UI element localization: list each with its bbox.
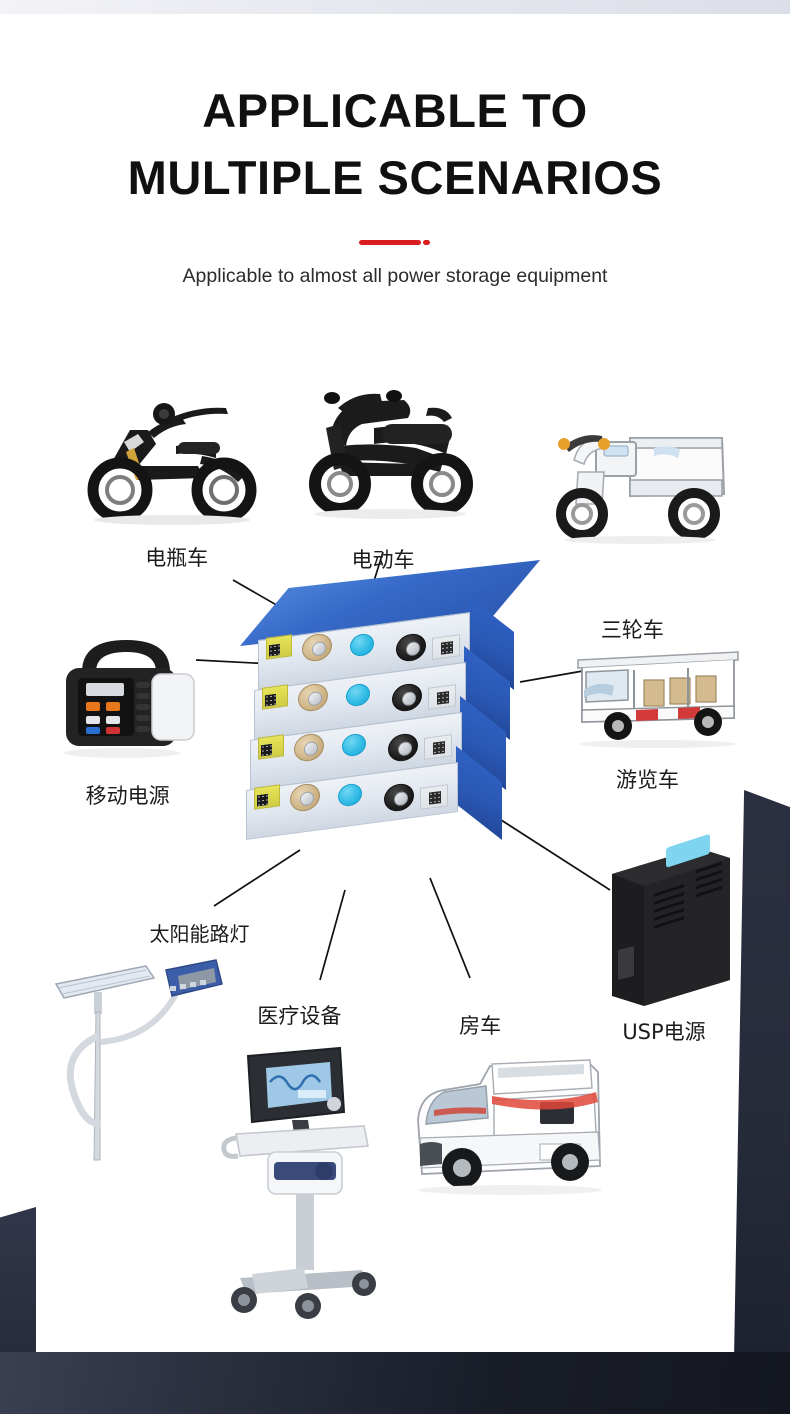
right-dark-panel <box>734 790 790 1360</box>
divider-bar <box>359 240 422 246</box>
node-label-solar-light: 太阳能路灯 <box>149 922 250 946</box>
scenario-diagram: 电瓶车 <box>0 330 790 1350</box>
page-header: APPLICABLE TO MULTIPLE SCENARIOS Applica… <box>0 78 790 288</box>
battery-cell <box>246 746 502 844</box>
portable-power-station-icon <box>48 620 214 770</box>
cell-grey-qr-label <box>424 734 452 760</box>
cell-grey-qr-label <box>432 634 460 660</box>
medical-equipment-cart-icon <box>212 1042 398 1322</box>
page-title-line-1: APPLICABLE TO <box>202 84 588 137</box>
bottom-dark-band <box>0 1352 790 1414</box>
node-e-bike: 电瓶车 <box>52 370 267 570</box>
node-sightseeing: 游览车 <box>562 626 752 792</box>
node-label-sightseeing: 游览车 <box>616 768 679 792</box>
node-power-station: 移动电源 <box>48 620 214 808</box>
node-e-scooter: 电动车 <box>278 366 488 572</box>
node-solar-light: 太阳能路灯 <box>38 922 250 1170</box>
node-label-power-station: 移动电源 <box>85 784 170 808</box>
node-e-tricycle: 三轮车 <box>534 402 739 642</box>
page-title-line-2: MULTIPLE SCENARIOS <box>127 150 663 204</box>
divider-dot <box>423 240 430 246</box>
electric-bicycle-icon <box>52 370 267 535</box>
top-accent-strip <box>0 0 790 14</box>
node-rv: 房车 <box>398 1014 620 1208</box>
recreational-vehicle-icon <box>398 1048 620 1208</box>
cell-grey-qr-label <box>420 784 448 810</box>
cell-yellow-qr-label <box>254 784 280 810</box>
node-label-rv: 房车 <box>459 1014 502 1038</box>
title-divider <box>0 229 790 255</box>
cargo-tricycle-icon <box>534 402 739 552</box>
solar-street-light-icon <box>38 940 228 1170</box>
node-label-e-scooter: 电动车 <box>351 548 415 572</box>
node-label-e-bike: 电瓶车 <box>145 546 209 570</box>
node-label-ups: USP电源 <box>622 1020 706 1044</box>
electric-scooter-icon <box>278 366 488 526</box>
cell-yellow-qr-label <box>258 734 284 760</box>
ups-power-supply-icon <box>592 830 742 1010</box>
node-ups: USP电源 <box>592 830 742 1044</box>
cell-grey-qr-label <box>428 684 456 710</box>
sightseeing-car-icon <box>562 626 752 756</box>
left-dark-panel <box>0 1207 36 1357</box>
battery-cell-stack <box>239 560 541 908</box>
node-medical: 医疗设备 <box>212 1004 398 1322</box>
cell-yellow-qr-label <box>266 634 292 660</box>
page-subtitle: Applicable to almost all power storage e… <box>182 265 608 288</box>
cell-yellow-qr-label <box>262 684 288 710</box>
node-label-e-tricycle: 三轮车 <box>600 618 664 642</box>
node-label-medical: 医疗设备 <box>257 1004 342 1028</box>
